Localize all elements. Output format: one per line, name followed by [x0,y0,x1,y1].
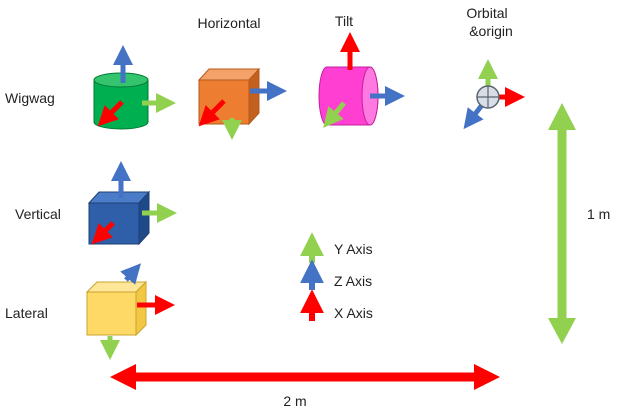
legend-x-label: X Axis [334,305,373,321]
label-orbital: Orbital [466,5,508,21]
wigwag-x-arrow [97,100,124,127]
label-horizontal: Horizontal [197,15,261,31]
horizontal-x-arrow [198,99,226,127]
height-dimension-arrow [548,103,576,344]
tilt-y-arrow [323,101,346,128]
width-dimension-label: 2 m [283,393,307,409]
lateral-z-arrow [120,263,142,285]
tilt-cylinder-icon [318,66,379,126]
label-origin: &origin [469,23,513,39]
lateral-cube-icon [85,280,148,337]
vertical-x-arrow [91,221,115,245]
label-lateral: Lateral [5,305,48,321]
legend-z-label: Z Axis [334,273,373,289]
label-wigwag: Wigwag [5,90,55,106]
height-dimension-label: 1 m [587,206,611,222]
legend-y-label: Y Axis [334,241,373,257]
label-tilt: Tilt [334,13,354,29]
width-dimension-arrow [110,364,500,390]
label-vertical: Vertical [15,206,61,222]
orbital-z-arrow [463,103,484,130]
origin-sphere-icon [476,85,500,109]
